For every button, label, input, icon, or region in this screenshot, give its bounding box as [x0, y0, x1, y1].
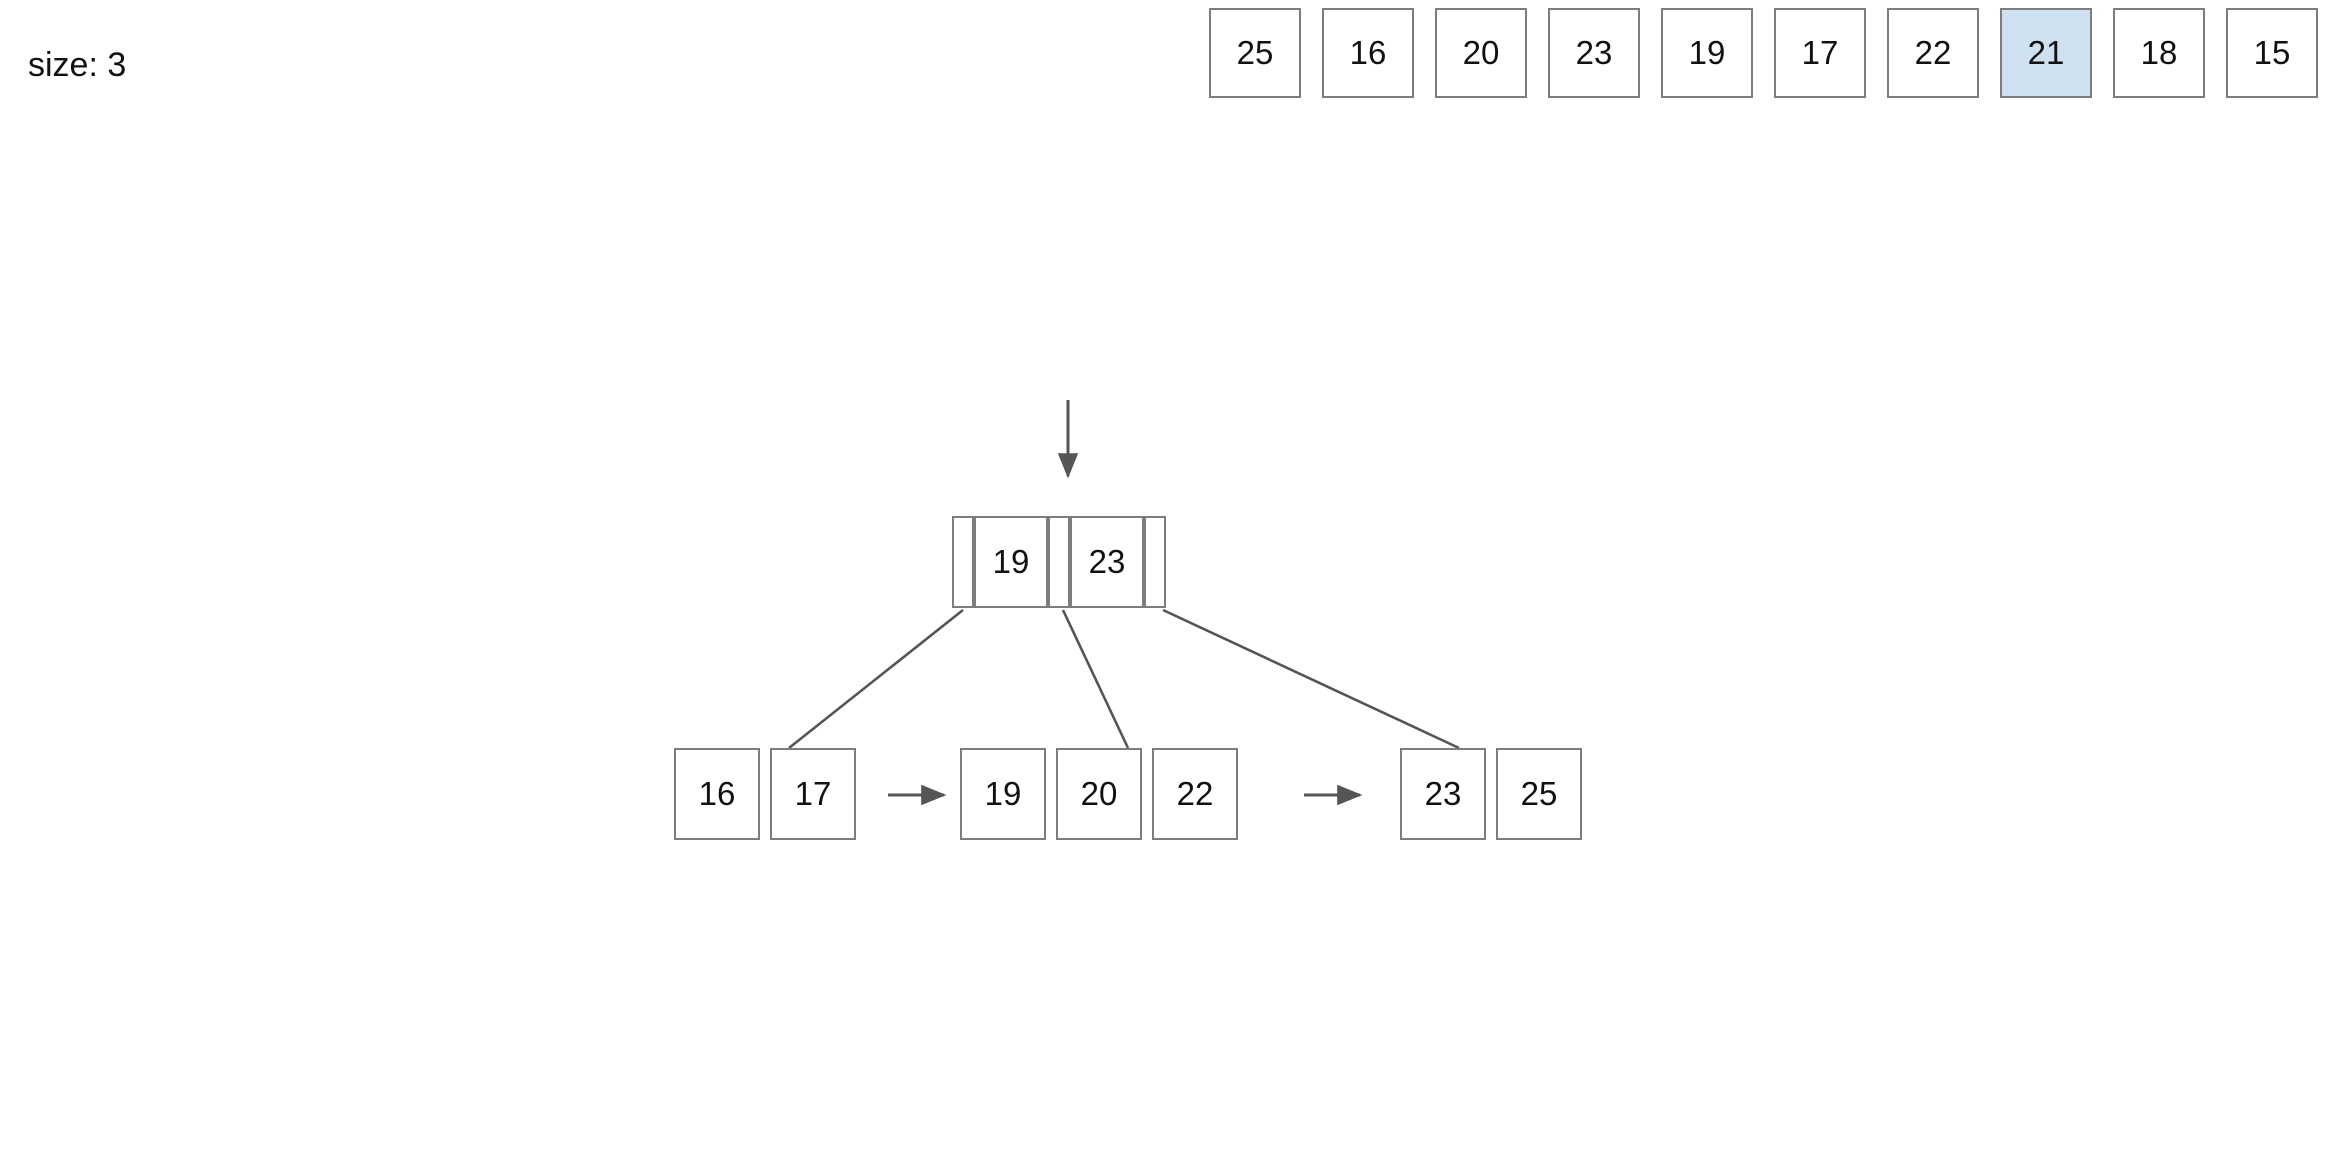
input-value-queue: 25 16 20 23 19 17 22 21 18 15 — [1209, 8, 2318, 98]
queue-cell[interactable]: 16 — [1322, 8, 1414, 98]
queue-cell-active[interactable]: 21 — [2000, 8, 2092, 98]
queue-cell[interactable]: 22 — [1887, 8, 1979, 98]
leaf-key-cell[interactable]: 20 — [1056, 748, 1142, 840]
edge-root-to-leaf-3 — [1162, 608, 1460, 750]
leaf-key-cell[interactable]: 23 — [1400, 748, 1486, 840]
size-label: size: 3 — [28, 46, 127, 84]
queue-cell[interactable]: 23 — [1548, 8, 1640, 98]
tree-node-leaf-3[interactable]: 23 25 — [1400, 748, 1582, 840]
edge-root-to-leaf-1 — [788, 608, 964, 750]
leaf-key-cell[interactable]: 16 — [674, 748, 760, 840]
queue-cell[interactable]: 15 — [2226, 8, 2318, 98]
tree-node-leaf-2[interactable]: 19 20 22 — [960, 748, 1238, 840]
leaf-key-cell[interactable]: 19 — [960, 748, 1046, 840]
edge-root-to-leaf-2 — [1061, 609, 1130, 749]
tree-node-root[interactable]: 19 23 — [952, 516, 1166, 608]
root-pointer-slot-0[interactable] — [952, 516, 974, 608]
leaf-key-cell[interactable]: 17 — [770, 748, 856, 840]
queue-cell[interactable]: 17 — [1774, 8, 1866, 98]
queue-cell[interactable]: 25 — [1209, 8, 1301, 98]
queue-cell[interactable]: 18 — [2113, 8, 2205, 98]
queue-cell[interactable]: 20 — [1435, 8, 1527, 98]
root-key-cell[interactable]: 19 — [974, 516, 1048, 608]
leaf-key-cell[interactable]: 25 — [1496, 748, 1582, 840]
root-key-cell[interactable]: 23 — [1070, 516, 1144, 608]
root-pointer-slot-1[interactable] — [1048, 516, 1070, 608]
queue-cell[interactable]: 19 — [1661, 8, 1753, 98]
tree-node-leaf-1[interactable]: 16 17 — [674, 748, 856, 840]
root-pointer-slot-2[interactable] — [1144, 516, 1166, 608]
leaf-key-cell[interactable]: 22 — [1152, 748, 1238, 840]
